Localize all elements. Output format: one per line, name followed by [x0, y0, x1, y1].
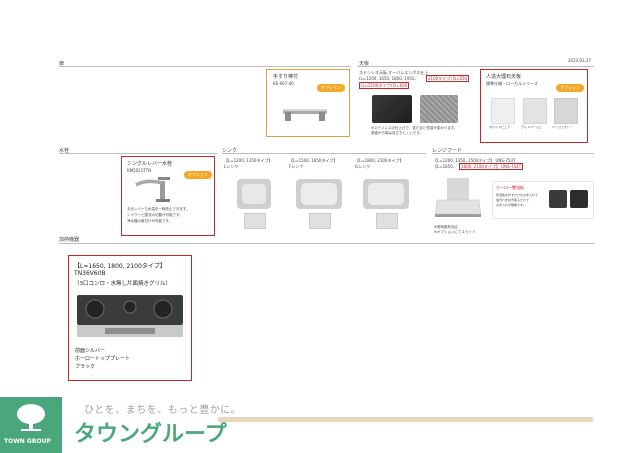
- faucet-desc-1: 手元レバーで水温を一時停止できます。: [127, 207, 190, 211]
- stove-image: [77, 295, 183, 337]
- faucet-item-code: KM5021TTN: [127, 168, 152, 173]
- faucet-desc-3: 浄水器の取付けが可能です。: [127, 219, 173, 223]
- section-rule: [59, 66, 351, 67]
- section-title-faucet: 水栓: [59, 148, 70, 154]
- section-title-stove: 加熱機器: [59, 237, 80, 243]
- stove-line3: （3口コンロ・水無し片面焼きグリル）: [74, 281, 172, 287]
- stove-spec-3: ブラック: [75, 364, 96, 370]
- stove-model: TN36V60B: [74, 270, 106, 277]
- stove-line1: 【L=1650, 1800, 2100タイプ】: [74, 263, 166, 270]
- towel-bar-image: [283, 109, 327, 121]
- countertop-note-2: 表面から傷は目立ちにくいです。: [371, 131, 423, 135]
- range-hood-option-title: ホーロー整流板: [496, 185, 524, 190]
- stove-spec-2: ホーロートッププレート: [75, 356, 131, 362]
- option-badge: オプション: [184, 171, 212, 179]
- faucet-option-box: シングルレバー水栓 KM5021TTN オプション 手元レバーで水温を一時停止で…: [121, 156, 215, 236]
- footer-bar: [218, 417, 593, 422]
- range-hood-line1: 【L=1200, 1350, 1500タイプ】 UNS-754T: [433, 158, 516, 163]
- sink-detail-1: [244, 213, 266, 229]
- swatch-white: [491, 98, 515, 124]
- range-hood-image: [434, 178, 482, 217]
- sink-image-3: [363, 179, 409, 209]
- sink-image-1: [237, 179, 271, 209]
- panel-option-box: 人造大理石天板 標準仕様・ローカルシリーズ オプション ホワイトピュア ライトベ…: [480, 69, 588, 143]
- section-title-range-hood: レンジフード: [432, 148, 463, 154]
- sink-col-1-head: 【L=1200, 1350タイプ】: [224, 158, 273, 163]
- sink-image-2: [296, 179, 342, 209]
- section-rule: [432, 153, 594, 154]
- swatch-label: ライトベージュ: [521, 125, 542, 129]
- logo-text: TOWN GROUP: [4, 438, 51, 445]
- range-hood-option-image-1: [549, 190, 567, 208]
- tree-icon: [17, 404, 45, 431]
- countertop-line1: ステンレス天板 オーバレエンボス仕上: [359, 70, 429, 75]
- footer-slogan: ひとを、まちを、もっと豊かに。: [84, 405, 242, 416]
- option-badge: オプション: [317, 84, 345, 92]
- countertop-dark-image: [372, 95, 412, 123]
- swatch-label: ホワイトピュア: [489, 125, 510, 129]
- swatch-beigegray: [554, 98, 578, 124]
- sink-col-3-type: Gシンク: [355, 164, 371, 169]
- sink-detail-3: [376, 213, 398, 229]
- panel-subtitle: 標準仕様・ローカルシリーズ: [486, 81, 538, 86]
- sink-col-3-head: 【L=1800, 2100タイプ】: [355, 158, 404, 163]
- range-hood-option-desc-3: お手入れが簡単です。: [496, 203, 526, 207]
- section-rule: [222, 153, 426, 154]
- section-title-door: 扉: [59, 61, 65, 67]
- swatch-label: ベージュグレー: [552, 125, 573, 129]
- town-group-logo: TOWN GROUP: [0, 397, 62, 453]
- countertop-tag-1: 2100タイプ) D=650: [426, 75, 470, 82]
- footer-brand: タウングループ: [74, 422, 227, 447]
- panel-title: 人造大理石天板: [486, 74, 522, 80]
- sink-col-2-head: 【L=1500, 1650タイプ】: [289, 158, 338, 163]
- countertop-tag-2: (L=2100タイプ) D=650: [359, 82, 410, 89]
- range-hood-tag: 1800, 2100タイプ】 UNS-754T: [459, 163, 524, 170]
- range-hood-option-desc-2: 油汚れを拭き取るだけで: [496, 198, 530, 202]
- handle-item-code: KE-067-40: [273, 81, 294, 86]
- section-rule: [59, 243, 594, 244]
- section-rule: [357, 66, 594, 67]
- stove-box: 【L=1650, 1800, 2100タイプ】 TN36V60B （3口コンロ・…: [68, 255, 192, 381]
- range-hood-note-1: ※常時換気対応: [434, 225, 458, 229]
- stove-spec-1: 前面シルバー: [75, 348, 106, 354]
- document-date: 2023.03.27: [568, 58, 591, 63]
- sink-detail-2: [309, 213, 331, 229]
- range-hood-option-desc-1: 整流板を外すだけのお手入れで: [496, 193, 538, 197]
- countertop-emboss-image: [420, 95, 458, 123]
- faucet-image: [135, 177, 170, 202]
- sink-col-1-type: Lシンク: [224, 164, 239, 169]
- handle-option-box: 手すり棒付 KE-067-40 オプション: [266, 69, 350, 137]
- section-title-countertop: 天板: [359, 61, 370, 67]
- countertop-line2: (L=1200, 1650, 1800, 1950,: [359, 76, 416, 81]
- faucet-item-name: シングルレバー水栓: [127, 161, 173, 167]
- range-hood-note-2: ※オプションにてスライド: [434, 230, 476, 234]
- option-badge: オプション: [556, 84, 584, 92]
- handle-item-name: 手すり棒付: [273, 74, 299, 80]
- section-title-sink: シンク: [222, 148, 238, 154]
- section-rule: [59, 153, 217, 154]
- faucet-desc-2: シャワーと整流の切替が可能です。: [127, 213, 183, 217]
- range-hood-line2: 【L=1650,: [433, 164, 455, 169]
- range-hood-option-image-2: [570, 190, 588, 208]
- range-hood-option-box: ホーロー整流板 整流板を外すだけのお手入れで 油汚れを拭き取るだけで お手入れが…: [492, 181, 594, 219]
- swatch-lightbeige: [523, 98, 547, 124]
- sink-col-2-type: Fシンク: [289, 164, 304, 169]
- countertop-note-1: ※ステンレスの仕上げで、見た目と質感が変わります。: [371, 126, 458, 130]
